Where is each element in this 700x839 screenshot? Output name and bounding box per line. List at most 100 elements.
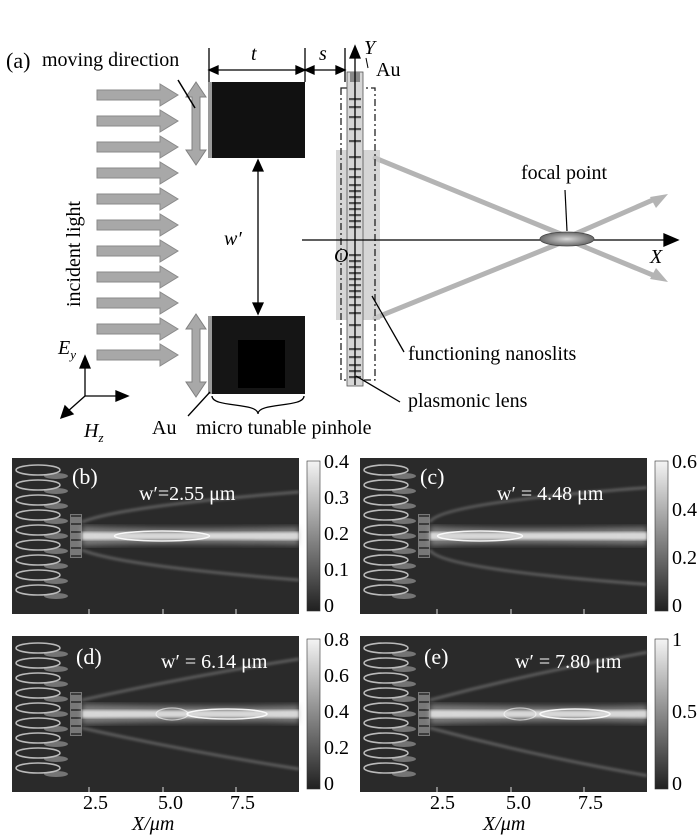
x-tick-7.5-left: 7.5	[230, 792, 255, 814]
focal-point-label: focal point	[521, 162, 608, 184]
panel-b-wprime: w′=2.55 μm	[139, 483, 236, 505]
map-lens-region	[418, 692, 430, 736]
colorbar-tick-d-4: 0	[324, 773, 334, 795]
plasmonic-lens	[336, 71, 380, 387]
pinhole-brace	[211, 395, 305, 415]
side-lobe-lower	[429, 726, 648, 778]
side-lobe-lower	[81, 548, 300, 582]
colorbar-tick-e-1: 0.5	[672, 701, 697, 723]
plasmonic-lens-pointer	[355, 375, 401, 403]
panel-d-wprime: w′ = 6.14 μm	[161, 651, 268, 673]
plasmonic-lens-label: plasmonic lens	[408, 390, 528, 412]
s-label: s	[319, 43, 327, 65]
panel-a-schematic	[59, 44, 680, 420]
colorbar	[306, 460, 321, 612]
pinhole-block-top	[212, 82, 305, 158]
focal-point-marker	[539, 231, 595, 247]
outgoing-beam-arrowhead-top	[650, 194, 668, 208]
moving-direction-arrow-bottom	[185, 313, 207, 398]
t-dimension	[207, 48, 307, 82]
moving-direction-pointer	[177, 79, 196, 109]
w-prime-arrow	[251, 158, 265, 316]
colorbar	[654, 460, 669, 612]
colorbar-tick-b-3: 0.1	[324, 559, 349, 581]
secondary-spot	[155, 707, 189, 721]
side-lobe-upper	[81, 657, 300, 702]
field-intensity-maps	[12, 458, 669, 792]
x-tick-5.0-left: 5.0	[158, 792, 183, 814]
colorbar-tick-e-2: 0	[672, 773, 682, 795]
w-prime-label: w′	[224, 228, 242, 250]
field-polarization-axes	[59, 354, 130, 420]
focal-spot	[113, 530, 211, 542]
side-lobe-upper	[429, 650, 648, 702]
colorbar-tick-c-0: 0.6	[672, 451, 697, 473]
au-bottom-pointer	[187, 391, 211, 417]
au-bottom-label: Au	[152, 417, 177, 439]
colorbar-tick-d-2: 0.4	[324, 701, 349, 723]
side-lobe-lower	[81, 726, 300, 771]
colorbar-tick-b-0: 0.4	[324, 451, 349, 473]
main-beam-core	[430, 532, 647, 540]
incident-light-label: incident light	[63, 200, 85, 307]
x-axis-title-right: X/μm	[483, 813, 526, 835]
colorbar-tick-e-0: 1	[672, 629, 682, 651]
focal-spot	[539, 708, 611, 720]
au-layer-top	[208, 82, 212, 158]
x-tick-7.5-right: 7.5	[578, 792, 603, 814]
incident-arrow-11	[96, 343, 179, 367]
colorbar	[306, 638, 321, 790]
x-axis-label: X	[650, 246, 663, 268]
panel-c-wprime: w′ = 4.48 μm	[497, 483, 604, 505]
nanoslits-pointer	[371, 295, 405, 353]
colorbar-tick-d-1: 0.6	[324, 665, 349, 687]
x-axis	[302, 233, 680, 247]
panel-d-label: (d)	[76, 644, 102, 669]
incident-arrow-3	[96, 135, 179, 159]
secondary-spot	[503, 707, 537, 721]
map-lens-region	[70, 514, 82, 558]
incident-arrow-9	[96, 291, 179, 315]
pinhole-inner-square	[238, 340, 285, 388]
x-axis-title-left: X/μm	[132, 813, 175, 835]
field-map-d	[12, 636, 321, 792]
panel-a-label: (a)	[6, 48, 31, 73]
colorbar-tick-b-2: 0.2	[324, 523, 349, 545]
colorbar-tick-d-3: 0.2	[324, 737, 349, 759]
focal-spot	[436, 530, 524, 542]
incident-arrow-10	[96, 317, 179, 341]
y-axis-label: Y	[364, 37, 376, 59]
s-dimension	[303, 48, 347, 82]
colorbar-tick-b-1: 0.3	[324, 487, 349, 509]
focusing-beam	[372, 155, 658, 321]
field-map-e	[360, 636, 669, 792]
focal-spot	[186, 708, 268, 720]
main-beam-core	[82, 710, 299, 718]
au-layer-bottom	[208, 316, 212, 394]
colorbar-tick-b-4: 0	[324, 595, 334, 617]
main-beam-core	[430, 710, 647, 718]
panel-e-wprime: w′ = 7.80 μm	[515, 651, 622, 673]
incident-arrow-1	[96, 83, 179, 107]
origin-label: O	[334, 245, 349, 267]
colorbar-tick-d-0: 0.8	[324, 629, 349, 651]
moving-direction-arrow-top	[185, 81, 207, 166]
map-lens-region	[418, 514, 430, 558]
au-top-label: Au	[376, 59, 401, 81]
colorbar	[654, 638, 669, 790]
incident-arrow-4	[96, 161, 179, 185]
main-beam-core	[82, 532, 299, 540]
x-tick-2.5-left: 2.5	[83, 792, 108, 814]
t-label: t	[251, 43, 257, 65]
x-tick-5.0-right: 5.0	[506, 792, 531, 814]
side-lobe-upper	[428, 486, 648, 523]
incident-arrow-5	[96, 187, 179, 211]
panel-b-label: (b)	[72, 464, 98, 489]
moving-direction-label: moving direction	[42, 49, 180, 71]
colorbar-tick-c-3: 0	[672, 595, 682, 617]
panel-e-label: (e)	[424, 644, 449, 669]
side-lobe-lower	[428, 549, 648, 586]
field-map-b	[12, 458, 321, 614]
panel-c-label: (c)	[420, 464, 445, 489]
